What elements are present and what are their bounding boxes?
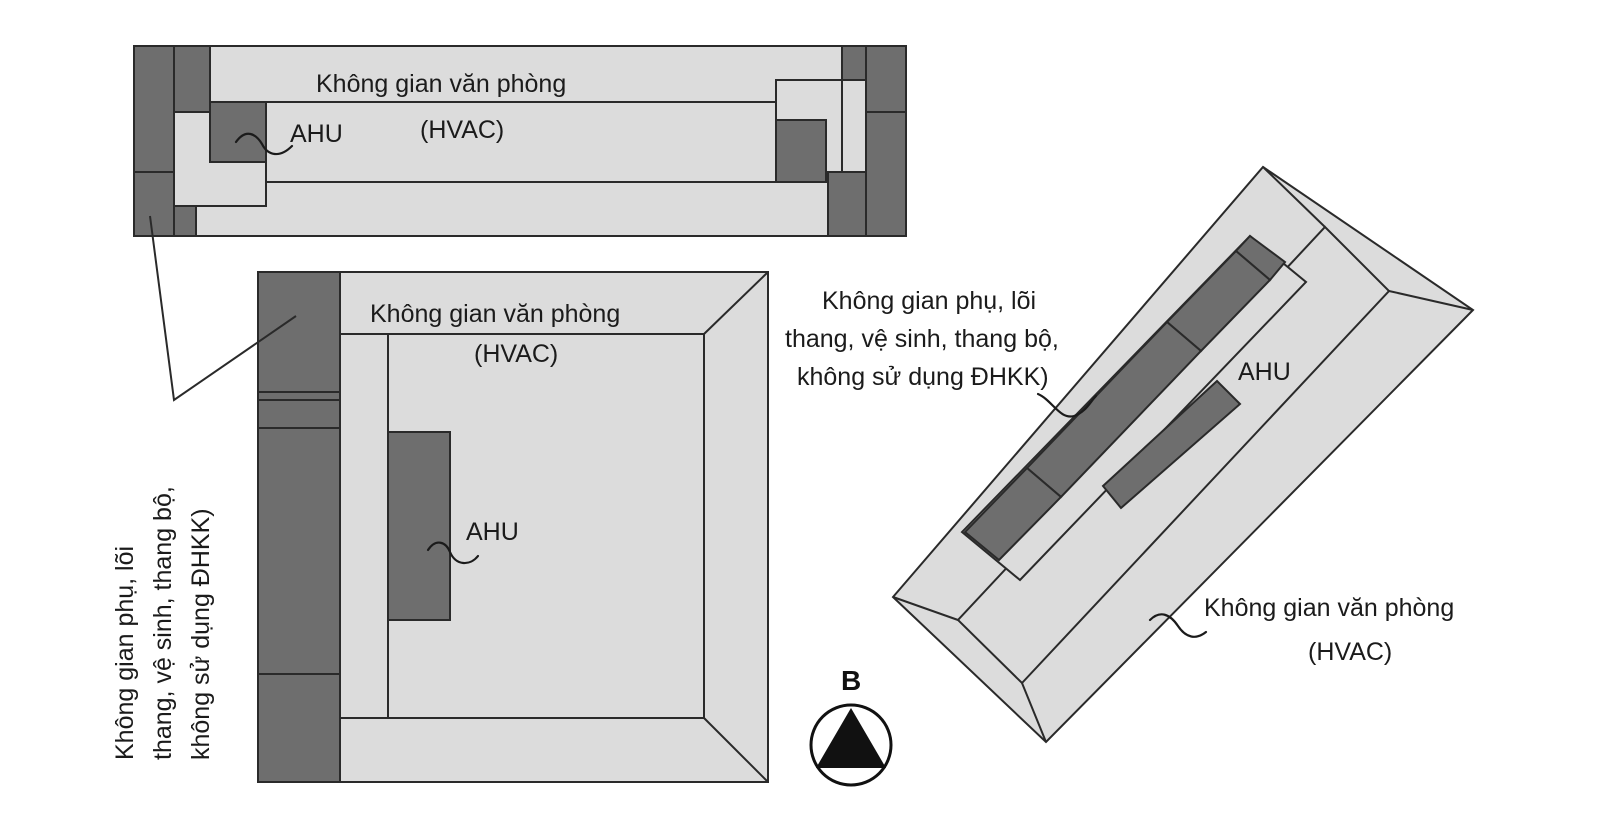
aux-space-vertical-line-3: không sử dụng ĐHKK) <box>187 508 215 760</box>
diagonal-plan-core-seg-4 <box>963 466 1063 562</box>
top-plan-ahu-leader <box>234 132 294 156</box>
square-plan-core-bottom <box>257 673 341 783</box>
square-plan-ahu <box>387 431 451 621</box>
diagonal-plan-corner-bottom <box>1021 682 1047 743</box>
top-plan: Không gian văn phòng (HVAC) AHU <box>133 45 907 237</box>
square-plan-office-label: Không gian văn phòng <box>370 300 620 328</box>
square-plan: Không gian văn phòng (HVAC) AHU <box>257 271 769 783</box>
top-plan-left-core-outer-lower <box>133 171 175 237</box>
top-plan-ahu-left <box>209 101 267 163</box>
north-arrow-triangle <box>816 708 886 768</box>
diagonal-ahu-label: AHU <box>1238 358 1291 386</box>
square-plan-ahu-leader <box>426 541 480 565</box>
aux-space-vertical-label: Không gian phụ, lõi thang, vệ sinh, than… <box>111 486 215 760</box>
diagonal-aux-line-1: Không gian phụ, lõi <box>822 287 1036 315</box>
diagonal-plan-ahu <box>1101 379 1242 510</box>
top-plan-right-core-inner-upper <box>841 45 867 81</box>
aux-space-vertical-line-1: Không gian phụ, lõi <box>111 546 139 760</box>
top-plan-right-core-outer-lower <box>865 111 907 237</box>
square-plan-core-top <box>257 271 341 393</box>
square-plan-corner-top-right <box>703 271 769 335</box>
top-plan-office-label: Không gian văn phòng <box>316 70 566 98</box>
diagonal-aux-line-3: không sử dụng ĐHKK) <box>797 363 1049 391</box>
square-plan-ahu-label: AHU <box>466 518 519 546</box>
top-plan-hvac-label: (HVAC) <box>420 116 504 144</box>
diagonal-hvac-label: (HVAC) <box>1308 638 1392 666</box>
square-plan-core-mid <box>257 391 341 429</box>
top-plan-right-core-outer-upper <box>865 45 907 113</box>
diagonal-office-leader <box>1148 613 1208 638</box>
north-arrow-label: B <box>841 665 861 696</box>
top-plan-left-core-inner-lower <box>173 205 197 237</box>
top-plan-right-core-inner-lower <box>827 171 867 237</box>
top-plan-ahu-label: AHU <box>290 120 343 148</box>
diagonal-office-label: Không gian văn phòng <box>1204 594 1454 622</box>
aux-space-leader-lines <box>149 215 297 402</box>
top-plan-left-core-outer-upper <box>133 45 175 173</box>
diagonal-aux-line-2: thang, vệ sinh, thang bộ, <box>785 325 1059 353</box>
diagonal-plan-corner-right <box>1388 290 1474 311</box>
diagonal-plan: Không gian phụ, lõi thang, vệ sinh, than… <box>785 165 1475 744</box>
diagonal-plan-corner-top <box>1262 166 1326 228</box>
diagonal-aux-leader <box>1036 392 1098 418</box>
aux-space-vertical-line-2: thang, vệ sinh, thang bộ, <box>149 486 177 760</box>
square-plan-core-lower <box>257 427 341 675</box>
square-plan-corner-bottom-right <box>703 717 769 783</box>
top-plan-left-core-inner-upper <box>173 45 211 113</box>
square-plan-hvac-label: (HVAC) <box>474 340 558 368</box>
square-plan-inner-office <box>387 333 705 719</box>
diagonal-plan-corner-left <box>892 596 959 621</box>
north-arrow: B <box>809 665 893 787</box>
top-plan-ahu-right <box>775 119 827 183</box>
